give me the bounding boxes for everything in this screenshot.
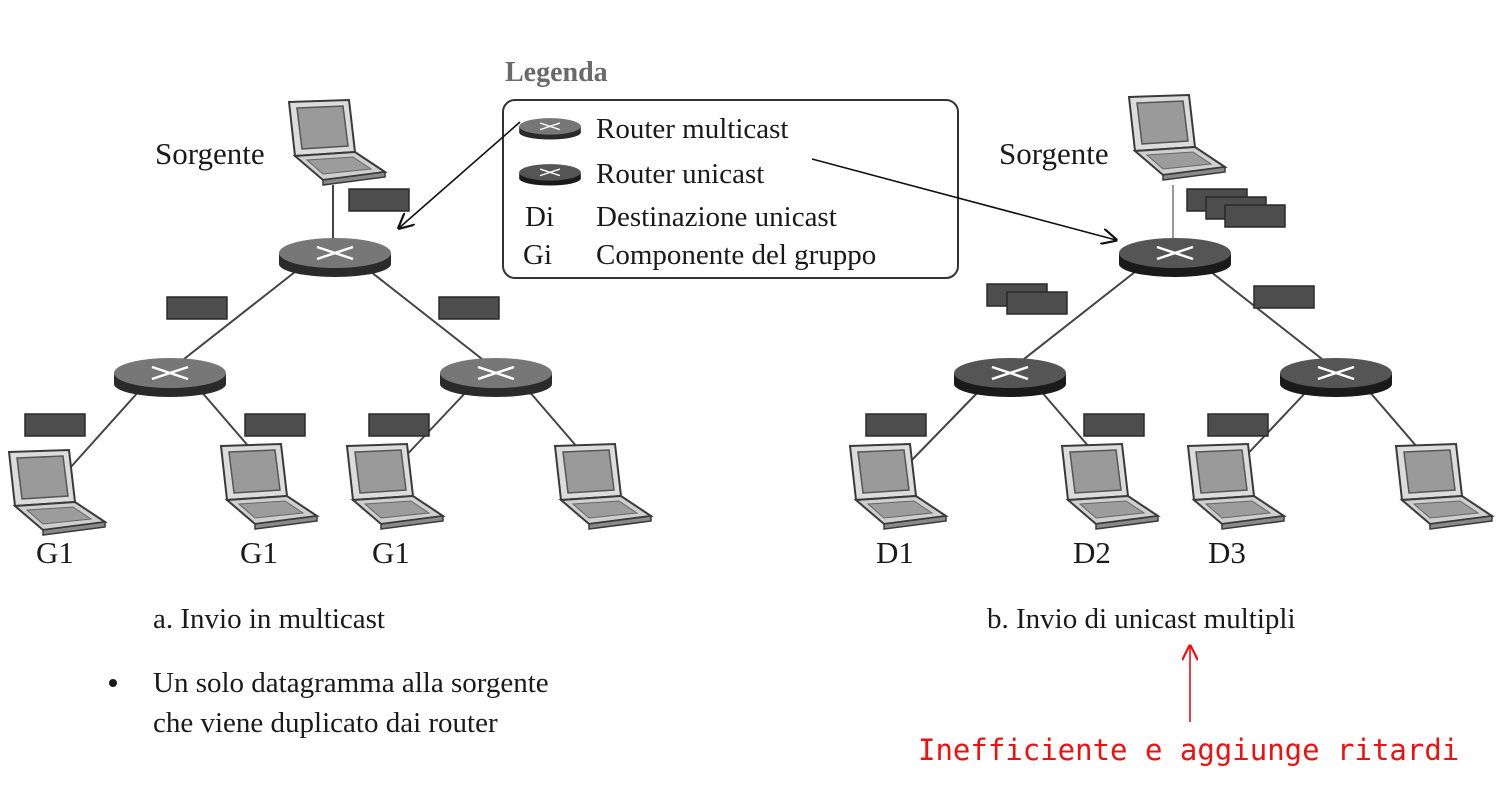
legend-label: Destinazione unicast [596, 201, 837, 233]
packet-icon [1253, 285, 1315, 309]
host-label: G1 [36, 535, 74, 570]
legend-pointer-arrow [811, 158, 1116, 240]
legend-label: Componente del gruppo [596, 239, 876, 271]
multicast-router-icon [112, 356, 228, 399]
packet-icon [368, 413, 430, 437]
packet-icon [244, 413, 306, 437]
link [1239, 389, 1309, 463]
bullet-line: che viene duplicato dai router [153, 707, 498, 739]
packet-icon [166, 296, 228, 320]
source-laptop-icon [1128, 94, 1226, 181]
legend-pointer-arrow [399, 121, 521, 228]
link [169, 267, 301, 371]
host-laptop-icon [8, 449, 106, 536]
bullet-line: Un solo datagramma alla sorgente [153, 667, 549, 699]
host-laptop-icon [346, 443, 444, 530]
packet-icon [1207, 413, 1269, 437]
packet-icon [438, 296, 500, 320]
unicast-router-icon [1117, 236, 1233, 279]
link [399, 389, 469, 463]
packet-icon [865, 413, 927, 437]
host-label: G1 [240, 535, 278, 570]
host-label: D3 [1208, 535, 1246, 570]
multicast-tree: Sorgente G1 G1 G1 a. Invio in multicast [8, 99, 652, 635]
unicast-tree: Sorgente D1 D2 D3 b. Invio di unicast mu… [849, 94, 1493, 635]
host-laptop-icon [1187, 443, 1285, 530]
link [69, 389, 141, 469]
packet-icon [348, 188, 410, 212]
unicast-router-icon [1278, 356, 1394, 399]
host-laptop-icon [1395, 443, 1493, 530]
note-text: Inefficiente e aggiunge ritardi [918, 733, 1459, 767]
packet-icon [1083, 413, 1145, 437]
bullet-point: Un solo datagramma alla sorgente che vie… [109, 667, 549, 739]
host-label: D1 [876, 535, 914, 570]
source-label: Sorgente [155, 136, 265, 171]
host-label: D2 [1073, 535, 1111, 570]
bullet-dot-icon [109, 679, 117, 687]
unicast-router-icon [952, 356, 1068, 399]
source-laptop-icon [288, 99, 386, 186]
legend-router-multicast-icon [518, 117, 582, 141]
link [365, 267, 497, 371]
inefficiency-note: Inefficiente e aggiunge ritardi [918, 646, 1459, 767]
legend-key: Di [525, 201, 554, 233]
caption-unicast: b. Invio di unicast multipli [987, 603, 1296, 635]
multicast-router-icon [277, 236, 393, 279]
legend-label: Router multicast [596, 113, 789, 145]
host-laptop-icon [1061, 443, 1159, 530]
source-label: Sorgente [999, 136, 1109, 171]
link [1009, 267, 1141, 371]
packet-icon [1006, 291, 1068, 315]
legend-label: Router unicast [596, 158, 764, 190]
caption-multicast: a. Invio in multicast [153, 603, 385, 635]
host-laptop-icon [554, 443, 652, 530]
host-label: G1 [372, 535, 410, 570]
host-laptop-icon [220, 443, 318, 530]
legend-box [502, 99, 959, 279]
legend-router-unicast-icon [518, 163, 582, 187]
packet-icon [1224, 204, 1286, 228]
link [1205, 267, 1337, 371]
link [909, 389, 981, 463]
packet-icon [24, 413, 86, 437]
legend-key: Gi [523, 239, 552, 271]
legend: Legenda Router multicast Router unicast … [399, 57, 1116, 279]
legend-title: Legenda [505, 57, 608, 88]
host-laptop-icon [849, 443, 947, 530]
multicast-router-icon [438, 356, 554, 399]
